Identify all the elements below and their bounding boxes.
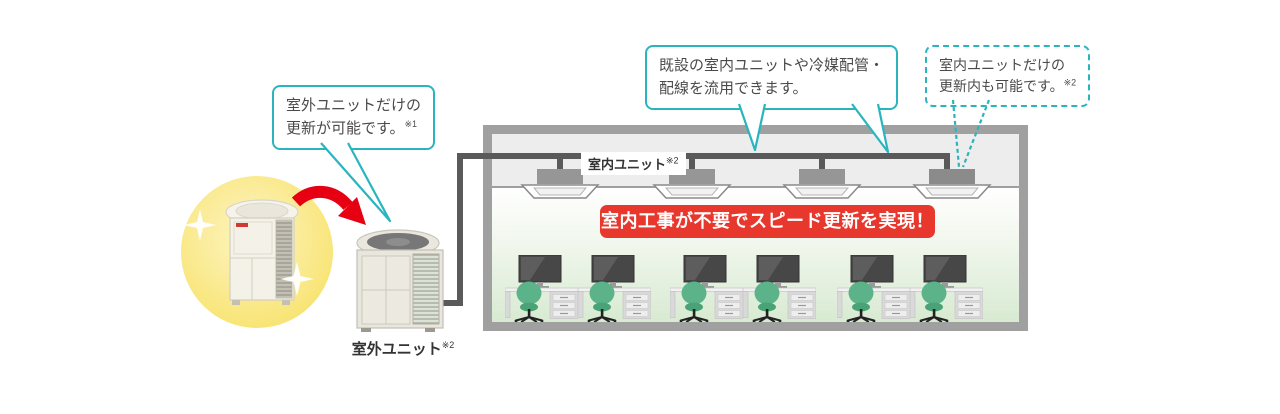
outdoor-unit-new-illustration [356,229,444,332]
outdoor-unit-label-text: 室外ユニット [351,341,442,358]
workstation [670,255,743,322]
refrigerant-pipe-riser [457,153,463,306]
outdoor-unit-old-illustration [225,199,299,305]
callout-indoor-update: 室内ユニットだけの 更新内も可能です。※2 [925,45,1091,107]
ceiling-line [492,186,1019,188]
callout-line: 更新が可能です。 [286,119,405,137]
refrigerant-pipe-horizontal [457,153,950,159]
callout-note: ※2 [1063,77,1077,88]
workstation [743,255,816,322]
indoor-unit-label-note: ※2 [666,155,679,166]
pipe-branch-2 [689,158,695,170]
indoor-unit-cassette-icon [912,184,992,200]
indoor-unit-box-4 [929,169,975,184]
indoor-unit-label: 室内ユニット※2 [581,152,686,175]
pipe-branch-1 [557,158,563,170]
indoor-unit-cassette-icon [782,184,862,200]
callout-line: 室内ユニットだけの [939,57,1065,73]
outdoor-unit-label-note: ※2 [441,340,455,350]
callout-line: 更新内も可能です。 [939,78,1064,94]
callout-note: ※1 [404,118,418,129]
indoor-unit-box-3 [799,169,845,184]
speed-update-banner: 室内工事が不要でスピード更新を実現！ [600,205,935,238]
indoor-unit-cassette-icon [652,184,732,200]
workstation [837,255,910,322]
outdoor-unit-label: 室外ユニット※2 [338,338,468,359]
refrigerant-pipe-to-outdoor-unit [425,300,463,306]
indoor-unit-box-1 [537,169,583,184]
callout-line: 既設の室内ユニットや冷媒配管・ [659,57,885,74]
callout-line: 配線を流用できます。 [659,79,808,97]
workstation [578,255,651,322]
callout-line: 室外ユニットだけの [286,97,422,114]
pipe-branch-3 [819,158,825,170]
callout-reuse-piping: 既設の室内ユニットや冷媒配管・ 配線を流用できます。 [645,45,899,110]
indoor-unit-label-text: 室内ユニット [588,157,667,172]
workstation [505,255,578,322]
pipe-branch-4 [944,158,950,171]
workstation [910,255,983,322]
callout-outdoor-update: 室外ユニットだけの 更新が可能です。※1 [272,85,436,150]
indoor-unit-cassette-icon [520,184,600,200]
